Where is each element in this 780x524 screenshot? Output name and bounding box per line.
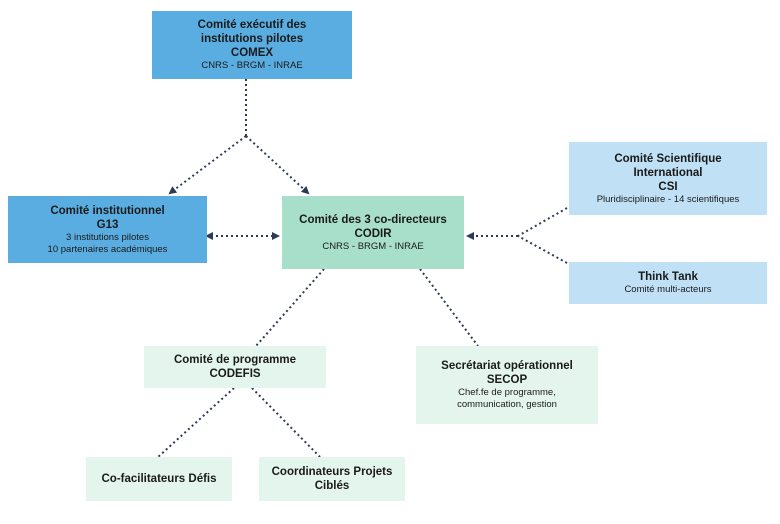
codir-title-2: CODIR — [354, 227, 392, 240]
node-secop: Secrétariat opérationnel SECOP Chef.fe d… — [416, 346, 598, 424]
csi-title-1: Comité Scientifique — [614, 152, 722, 165]
connector-fork-g13 — [168, 135, 247, 195]
comex-subtitle-1: CNRS - BRGM - INRAE — [201, 60, 303, 71]
node-think-tank: Think Tank Comité multi-acteurs — [569, 262, 767, 304]
g13-title-1: Comité institutionnel — [50, 204, 165, 217]
node-codir: Comité des 3 co-directeurs CODIR CNRS - … — [282, 196, 464, 269]
csi-title-2: International — [633, 166, 703, 179]
connector-fork-codir — [245, 135, 310, 195]
node-codefis: Comité de programme CODEFIS — [144, 346, 326, 388]
codir-title-1: Comité des 3 co-directeurs — [299, 213, 447, 226]
comex-title-1: Comité exécutif des — [197, 19, 307, 31]
node-coordinateurs: Coordinateurs Projets Ciblés — [259, 457, 405, 501]
g13-subtitle-2: 10 partenaires académiques — [47, 243, 168, 255]
cofacilitateurs-title-1: Co-facilitateurs Défis — [101, 473, 217, 485]
connector-codir-secop — [419, 268, 479, 347]
coordinateurs-title-1: Coordinateurs Projets — [271, 466, 393, 478]
g13-title-2: G13 — [96, 218, 119, 231]
secop-title-2: SECOP — [486, 374, 528, 386]
coordinateurs-title-2: Ciblés — [314, 480, 350, 492]
codir-subtitle-1: CNRS - BRGM - INRAE — [322, 240, 424, 252]
codefis-title-2: CODEFIS — [209, 368, 261, 380]
connector-csi — [517, 207, 568, 237]
connector-think-tank — [517, 235, 568, 264]
think-tank-title-1: Think Tank — [638, 271, 698, 283]
node-cofacilitateurs: Co-facilitateurs Défis — [86, 457, 232, 501]
secop-subtitle-2: communication, gestion — [457, 399, 557, 410]
g13-subtitle-1: 3 institutions pilotes — [66, 231, 149, 243]
comex-title-2: institutions pilotes — [200, 33, 304, 45]
codefis-title-1: Comité de programme — [173, 354, 297, 366]
secop-title-1: Secrétariat opérationnel — [441, 360, 573, 372]
comex-title-3: COMEX — [230, 47, 274, 59]
think-tank-subtitle-1: Comité multi-acteurs — [624, 284, 712, 295]
node-g13: Comité institutionnel G13 3 institutions… — [8, 196, 207, 263]
node-csi: Comité Scientifique International CSI Pl… — [569, 142, 767, 215]
csi-title-3: CSI — [658, 180, 678, 193]
connector-codir-codefis — [255, 268, 325, 347]
csi-subtitle-1: Pluridisciplinaire - 14 scientifiques — [596, 193, 740, 205]
connector-codefis-cofac — [157, 387, 235, 458]
node-comex: Comité exécutif des institutions pilotes… — [152, 11, 352, 79]
secop-subtitle-1: Chef.fe de programme, — [458, 387, 556, 398]
connector-codefis-coord — [251, 387, 321, 458]
